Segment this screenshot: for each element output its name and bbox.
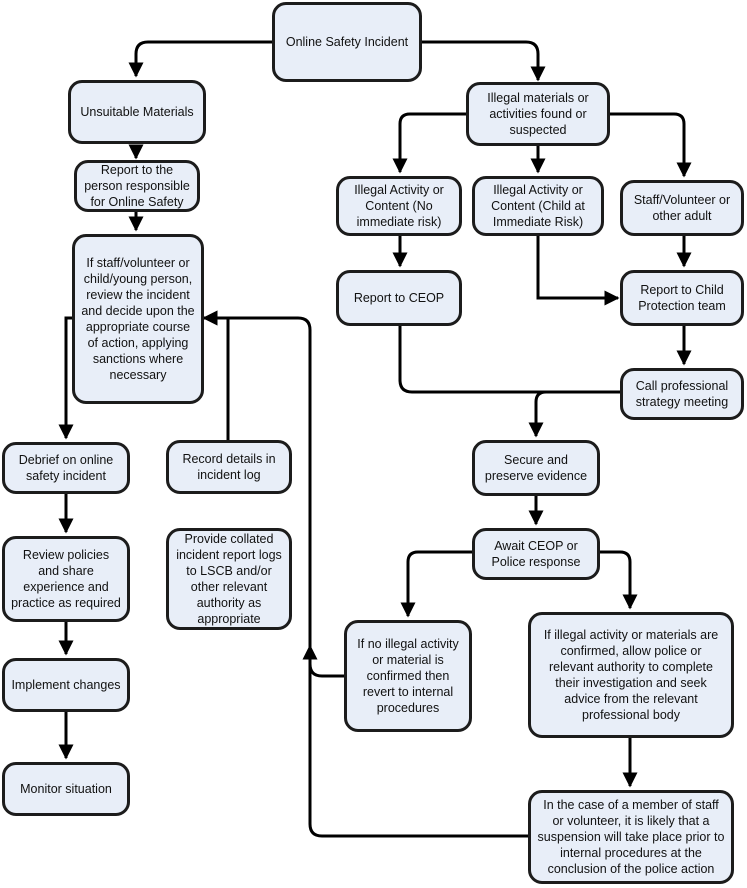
arrow-child-risk-to-cpt [536,236,620,306]
node-call-strategy-label: Call professional strategy meeting [635,379,729,409]
arrow-strategy-to-secure [528,390,620,438]
node-debrief-label: Debrief on online safety incident [18,453,114,483]
node-report-responsible: Report to the person responsible for Onl… [74,160,200,212]
node-implement-changes: Implement changes [2,658,130,712]
node-report-child-protection: Report to Child Protection team [620,270,744,326]
node-review-incident: If staff/volunteer or child/young person… [72,234,204,404]
node-record-details: Record details in incident log [166,440,292,494]
node-review-incident-label: If staff/volunteer or child/young person… [81,256,195,382]
node-implement-changes-label: Implement changes [11,678,121,692]
node-online-safety-incident: Online Safety Incident [272,2,422,82]
arrow-record-to-review [202,310,230,440]
node-no-illegal-activity-label: If no illegal activity or material is co… [357,637,459,715]
node-staff-suspension: In the case of a member of staff or volu… [528,790,734,884]
node-staff-volunteer: Staff/Volunteer or other adult [620,180,744,236]
node-report-responsible-label: Report to the person responsible for Onl… [84,163,190,209]
node-debrief: Debrief on online safety incident [2,442,130,494]
node-secure-evidence-label: Secure and preserve evidence [484,453,588,483]
arrow-no-illegal-to-review [202,310,344,678]
node-illegal-child-risk: Illegal Activity or Content (Child at Im… [472,176,604,236]
node-online-safety-incident-label: Online Safety Incident [285,35,409,49]
node-monitor-situation: Monitor situation [2,762,130,816]
arrow-suspension-to-review [302,644,528,838]
node-illegal-no-risk: Illegal Activity or Content (No immediat… [336,176,462,236]
node-report-ceop-label: Report to CEOP [353,291,445,305]
arrow-await-to-confirmed [600,550,638,610]
node-await-response: Await CEOP or Police response [472,528,600,580]
node-review-policies-label: Review policies and share experience and… [11,548,121,610]
arrow-incident-to-illegal [414,40,546,82]
node-call-strategy: Call professional strategy meeting [620,368,744,420]
node-illegal-no-risk-label: Illegal Activity or Content (No immediat… [354,183,444,229]
node-record-details-label: Record details in incident log [182,452,276,482]
node-await-response-label: Await CEOP or Police response [491,539,581,569]
arrow-illegal-to-staff [610,112,692,178]
arrow-illegal-to-no-risk [392,112,466,174]
node-monitor-situation-label: Monitor situation [20,782,112,796]
arrow-await-to-no-illegal [400,550,472,618]
node-staff-suspension-label: In the case of a member of staff or volu… [537,798,725,876]
node-report-child-protection-label: Report to Child Protection team [638,283,726,313]
node-illegal-materials: Illegal materials or activities found or… [466,82,610,146]
arrow-review-to-debrief [58,316,74,440]
node-review-policies: Review policies and share experience and… [2,536,130,622]
node-report-ceop: Report to CEOP [336,270,462,326]
node-unsuitable-materials: Unsuitable Materials [68,80,206,144]
line-ceop-to-strategy [398,326,620,394]
node-provide-logs: Provide collated incident report logs to… [166,528,292,630]
node-secure-evidence: Secure and preserve evidence [472,440,600,496]
node-unsuitable-materials-label: Unsuitable Materials [80,105,194,119]
node-no-illegal-activity: If no illegal activity or material is co… [344,620,472,732]
node-illegal-confirmed-label: If illegal activity or materials are con… [543,628,719,722]
node-provide-logs-label: Provide collated incident report logs to… [176,532,282,626]
arrow-incident-to-unsuitable [128,40,272,78]
node-illegal-child-risk-label: Illegal Activity or Content (Child at Im… [491,183,585,229]
node-staff-volunteer-label: Staff/Volunteer or other adult [633,193,731,223]
node-illegal-confirmed: If illegal activity or materials are con… [528,612,734,738]
node-illegal-materials-label: Illegal materials or activities found or… [487,91,589,137]
